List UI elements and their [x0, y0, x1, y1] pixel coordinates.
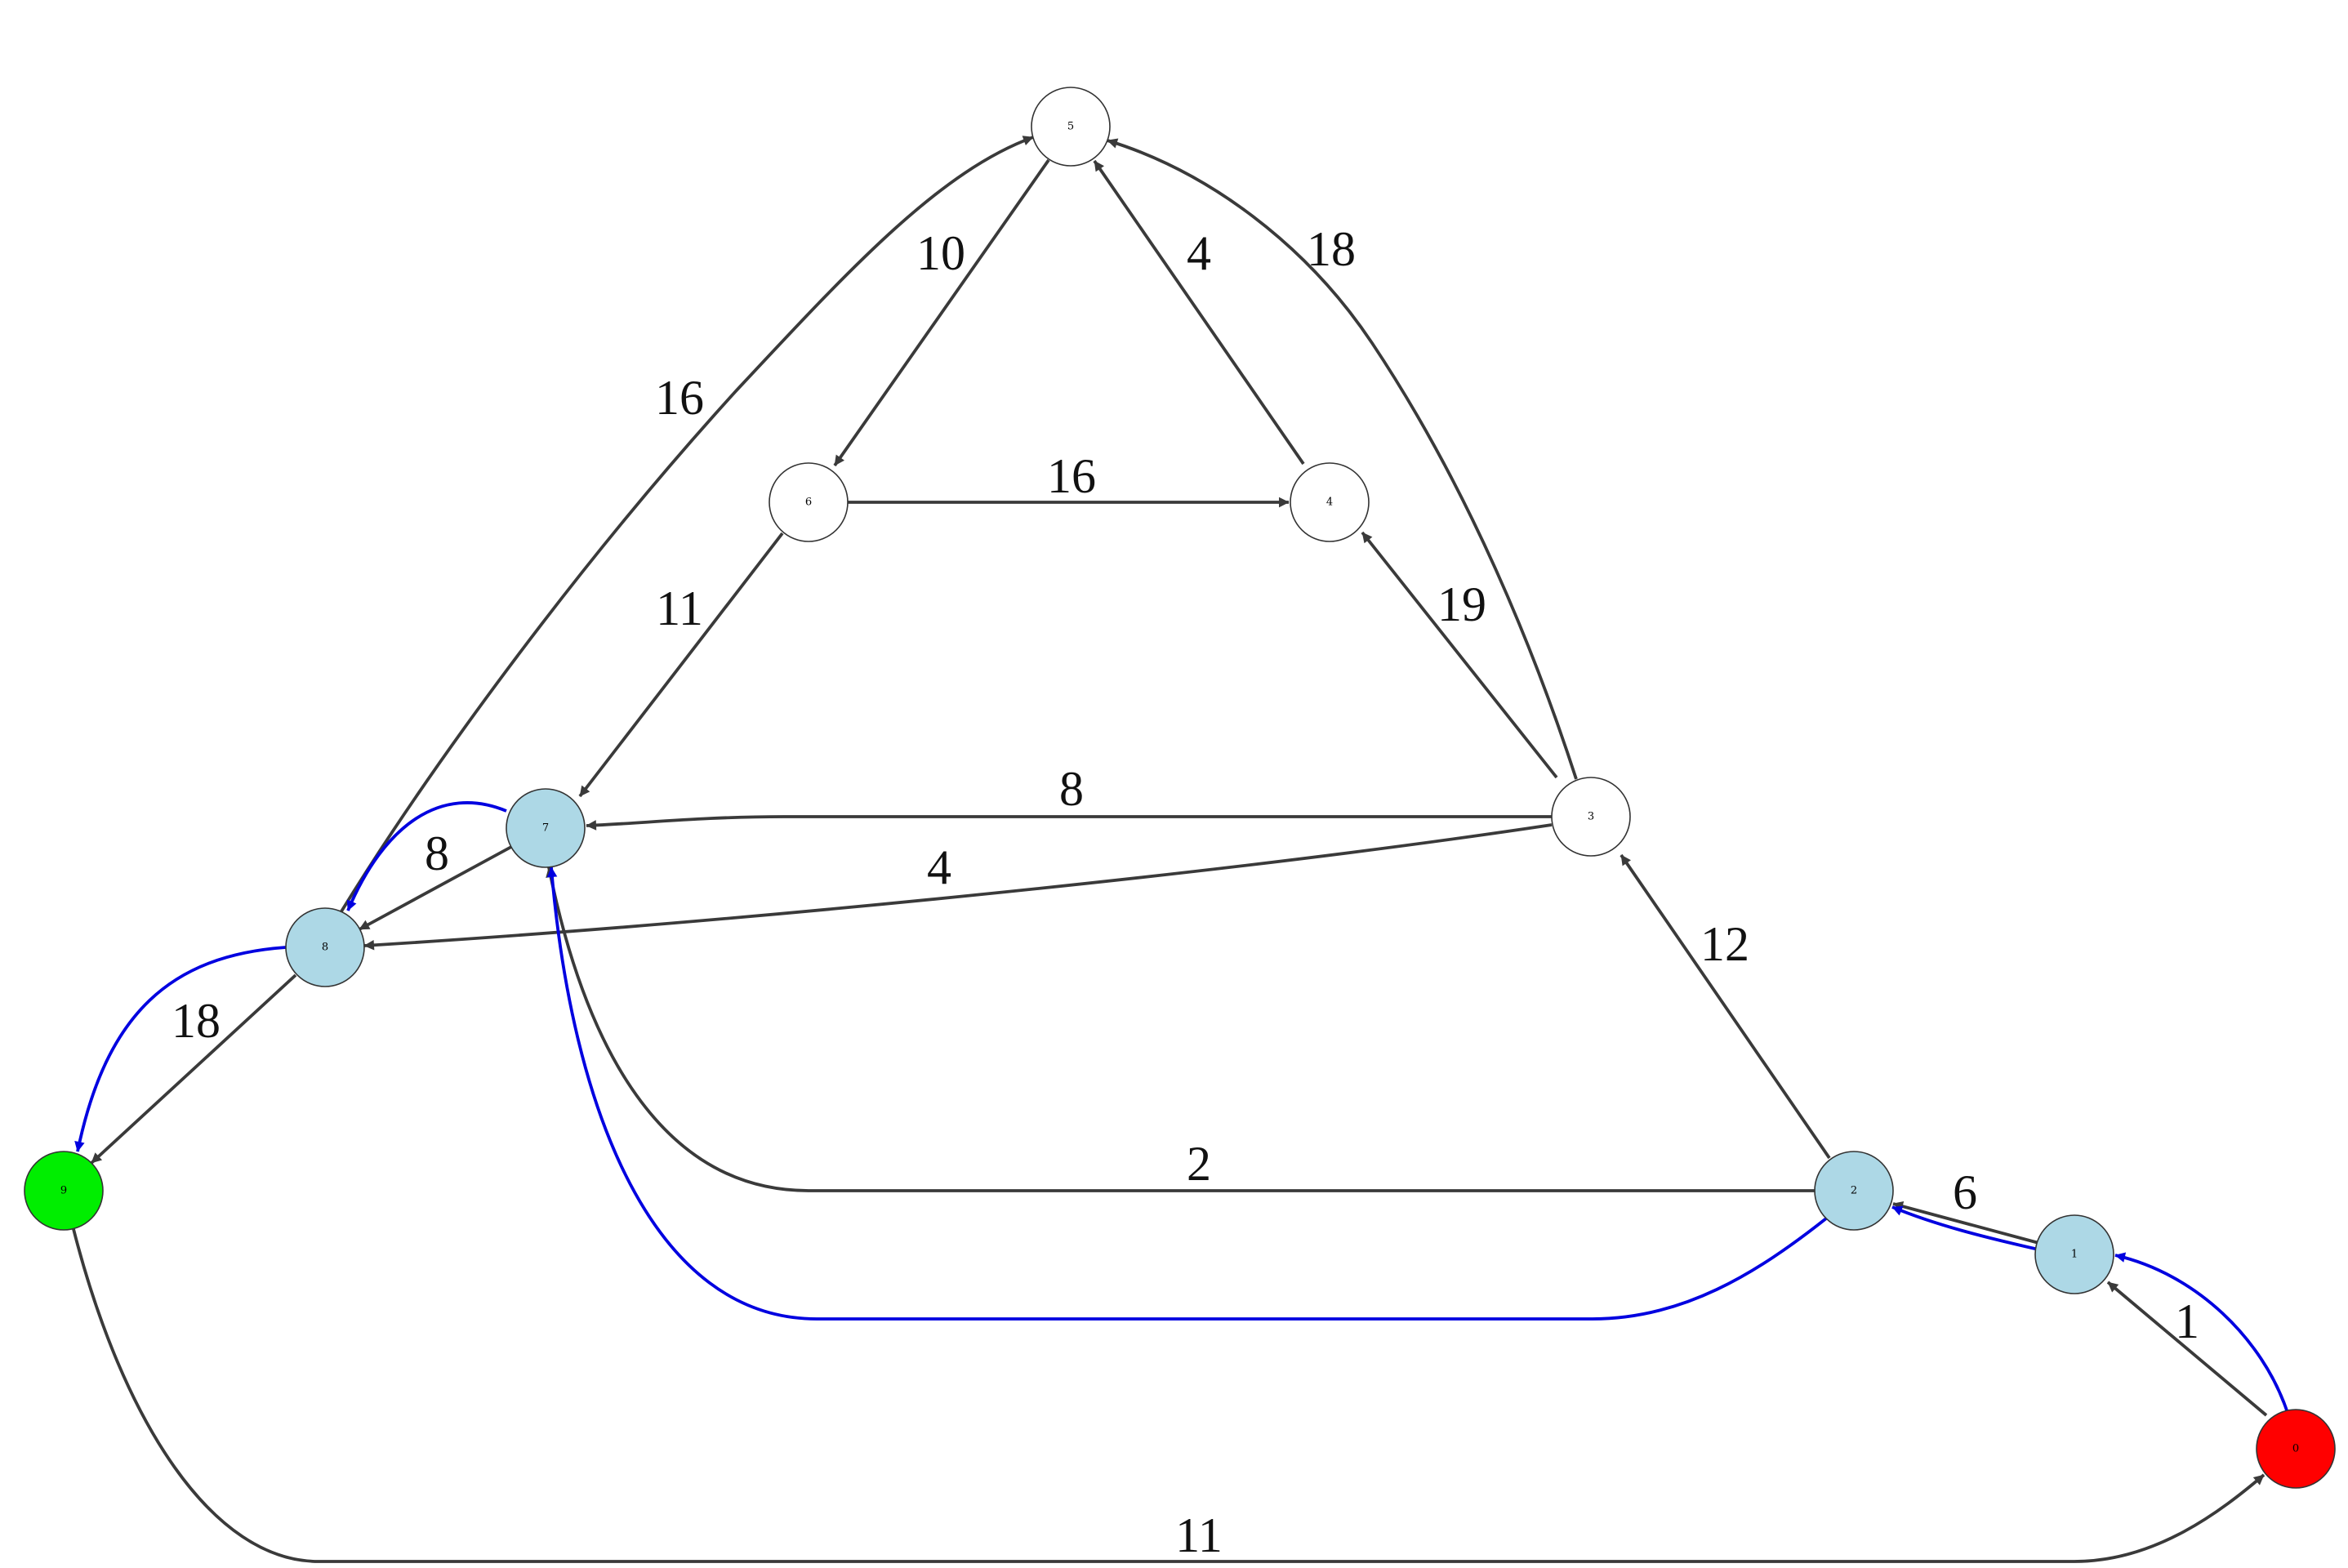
- edge-weight-3-8: 4: [927, 840, 951, 894]
- path-edge-7-8: [346, 801, 507, 911]
- node-circle-0: [2256, 1409, 2336, 1489]
- edge-7-8: [359, 845, 512, 931]
- node-3: 3: [1551, 777, 1631, 857]
- node-label-5: 5: [1067, 121, 1074, 133]
- node-label-8: 8: [322, 942, 328, 954]
- edge-2-3: [1620, 853, 1831, 1160]
- node-label-7: 7: [542, 822, 549, 835]
- node-label-3: 3: [1588, 811, 1594, 823]
- node-4: 4: [1290, 462, 1370, 542]
- node-circle-4: [1290, 462, 1370, 542]
- node-8: 8: [285, 907, 365, 987]
- edge-2-7: [546, 866, 1815, 1192]
- edge-weight-6-4: 16: [1047, 449, 1096, 503]
- edge-1-2: [1892, 1201, 2043, 1245]
- edge-3-5: [1107, 138, 1578, 780]
- node-1: 1: [2034, 1214, 2114, 1294]
- edge-9-0: [72, 1228, 2266, 1563]
- node-5: 5: [1031, 87, 1111, 167]
- node-6: 6: [769, 462, 849, 542]
- edge-weight-3-7: 8: [1059, 762, 1084, 816]
- edge-weight-6-7: 11: [656, 581, 703, 635]
- edge-weight-1-2: 6: [1953, 1165, 1977, 1219]
- edge-weight-2-3: 12: [1700, 917, 1749, 971]
- edge-3-7: [586, 815, 1552, 831]
- node-9: 9: [24, 1151, 104, 1231]
- node-circle-1: [2034, 1214, 2114, 1294]
- edge-weight-5-6: 10: [916, 226, 965, 280]
- node-circle-7: [506, 788, 586, 868]
- edge-weight-3-5: 18: [1307, 222, 1356, 276]
- node-label-1: 1: [2071, 1249, 2078, 1261]
- node-label-2: 2: [1851, 1185, 1857, 1197]
- edge-8-9: [90, 973, 297, 1165]
- node-label-9: 9: [60, 1185, 67, 1197]
- node-label-4: 4: [1326, 497, 1333, 509]
- edge-weight-0-1: 1: [2175, 1294, 2199, 1348]
- edge-weight-4-5: 4: [1187, 226, 1211, 280]
- edge-weight-8-9: 18: [172, 994, 221, 1048]
- node-circle-2: [1814, 1151, 1894, 1231]
- node-label-0: 0: [2292, 1443, 2299, 1455]
- path-edge-0-1: [2114, 1252, 2288, 1411]
- edge-weight-3-4: 19: [1437, 577, 1486, 631]
- edge-3-8: [363, 823, 1553, 951]
- node-circle-5: [1031, 87, 1111, 167]
- edge-weight-2-7: 2: [1187, 1137, 1211, 1191]
- node-circle-9: [24, 1151, 104, 1231]
- node-2: 2: [1814, 1151, 1894, 1231]
- edge-weight-8-5: 16: [655, 371, 704, 425]
- edge-3-4: [1361, 531, 1558, 779]
- edge-weight-7-8: 8: [425, 826, 449, 880]
- node-0: 0: [2256, 1409, 2336, 1489]
- path-edge-8-9: [74, 946, 287, 1152]
- node-circle-8: [285, 907, 365, 987]
- edges-layer: [72, 136, 2288, 1563]
- edge-6-7: [578, 532, 784, 798]
- node-label-6: 6: [805, 497, 812, 509]
- node-7: 7: [506, 788, 586, 868]
- edge-8-5: [340, 136, 1034, 912]
- path-edge-2-7: [546, 866, 1828, 1321]
- node-circle-6: [769, 462, 849, 542]
- path-edge-1-2: [1891, 1205, 2039, 1251]
- edge-5-6: [833, 158, 1050, 467]
- node-circle-3: [1551, 777, 1631, 857]
- edge-0-1: [2106, 1281, 2268, 1417]
- edge-4-5: [1093, 159, 1305, 466]
- edge-weight-9-0: 11: [1175, 1508, 1223, 1562]
